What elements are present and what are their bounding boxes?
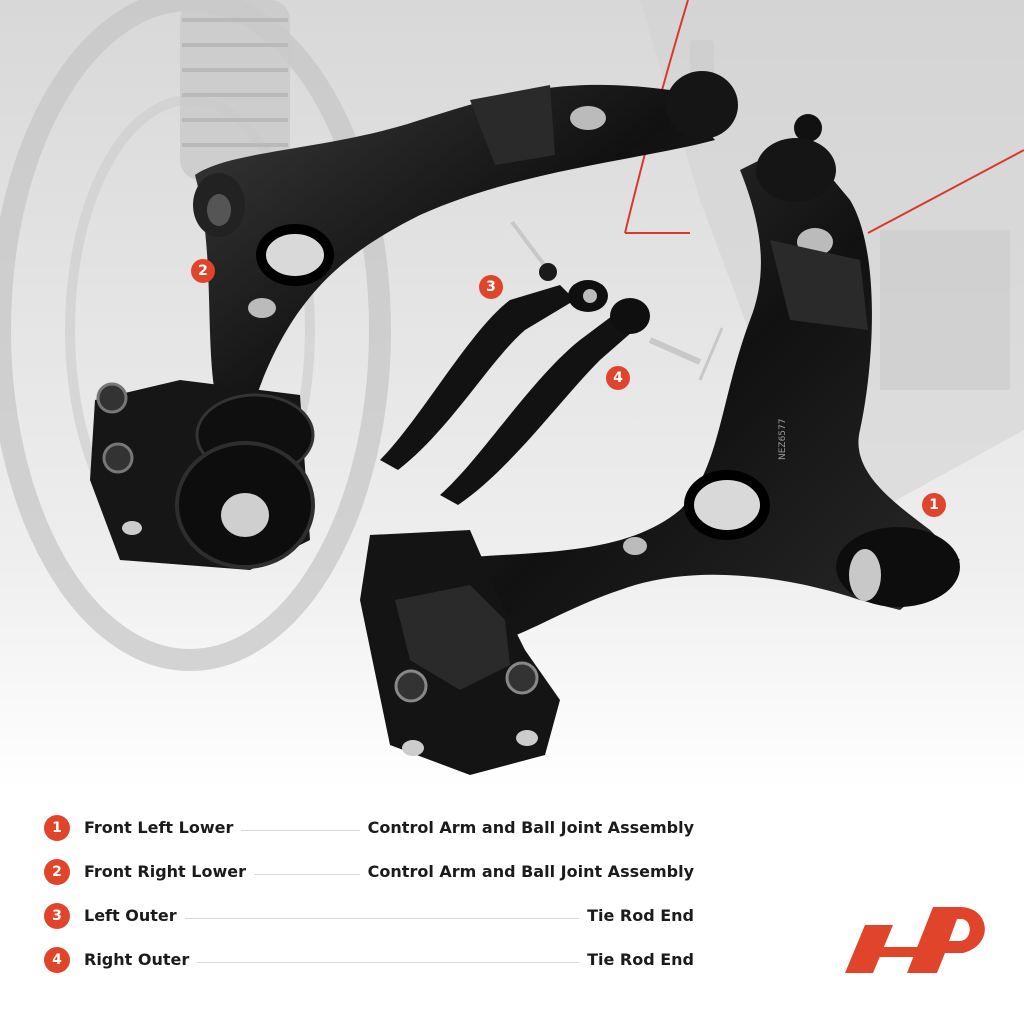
- front-left-lower-control-arm: NEZ6577: [360, 114, 960, 775]
- legend-row: 4 Right Outer Tie Rod End: [44, 944, 694, 974]
- callout-badge-1: 1: [922, 493, 946, 517]
- legend-part-name: Control Arm and Ball Joint Assembly: [359, 818, 694, 837]
- callout-badge-2: 2: [191, 259, 215, 283]
- front-right-lower-control-arm: [90, 40, 738, 570]
- left-outer-tie-rod-end: [380, 220, 608, 470]
- legend-row: 1 Front Left Lower Control Arm and Ball …: [44, 812, 694, 842]
- callout-badge-4: 4: [606, 366, 630, 390]
- parts-photo: NEZ6577: [0, 0, 1024, 790]
- legend-number-badge: 3: [44, 903, 70, 929]
- legend-number-badge: 2: [44, 859, 70, 885]
- legend-part-name: Tie Rod End: [579, 950, 694, 969]
- leader-line: [84, 962, 694, 963]
- brand-logo: [845, 907, 985, 973]
- legend-part-name: Tie Rod End: [579, 906, 694, 925]
- legend-part-position: Left Outer: [84, 906, 185, 925]
- leader-line: [84, 918, 694, 919]
- right-outer-tie-rod-end: [440, 298, 724, 505]
- legend-part-position: Front Left Lower: [84, 818, 242, 837]
- legend-part-name: Control Arm and Ball Joint Assembly: [359, 862, 694, 881]
- legend-row: 2 Front Right Lower Control Arm and Ball…: [44, 856, 694, 886]
- legend-part-position: Front Right Lower: [84, 862, 254, 881]
- product-illustration: NEZ6577 1: [0, 0, 1024, 790]
- parts-legend: 1 Front Left Lower Control Arm and Ball …: [0, 800, 1024, 1024]
- legend-number-badge: 1: [44, 815, 70, 841]
- legend-row: 3 Left Outer Tie Rod End: [44, 900, 694, 930]
- legend-number-badge: 4: [44, 947, 70, 973]
- legend-part-position: Right Outer: [84, 950, 198, 969]
- part-stamp: NEZ6577: [778, 419, 788, 461]
- callout-badge-3: 3: [479, 275, 503, 299]
